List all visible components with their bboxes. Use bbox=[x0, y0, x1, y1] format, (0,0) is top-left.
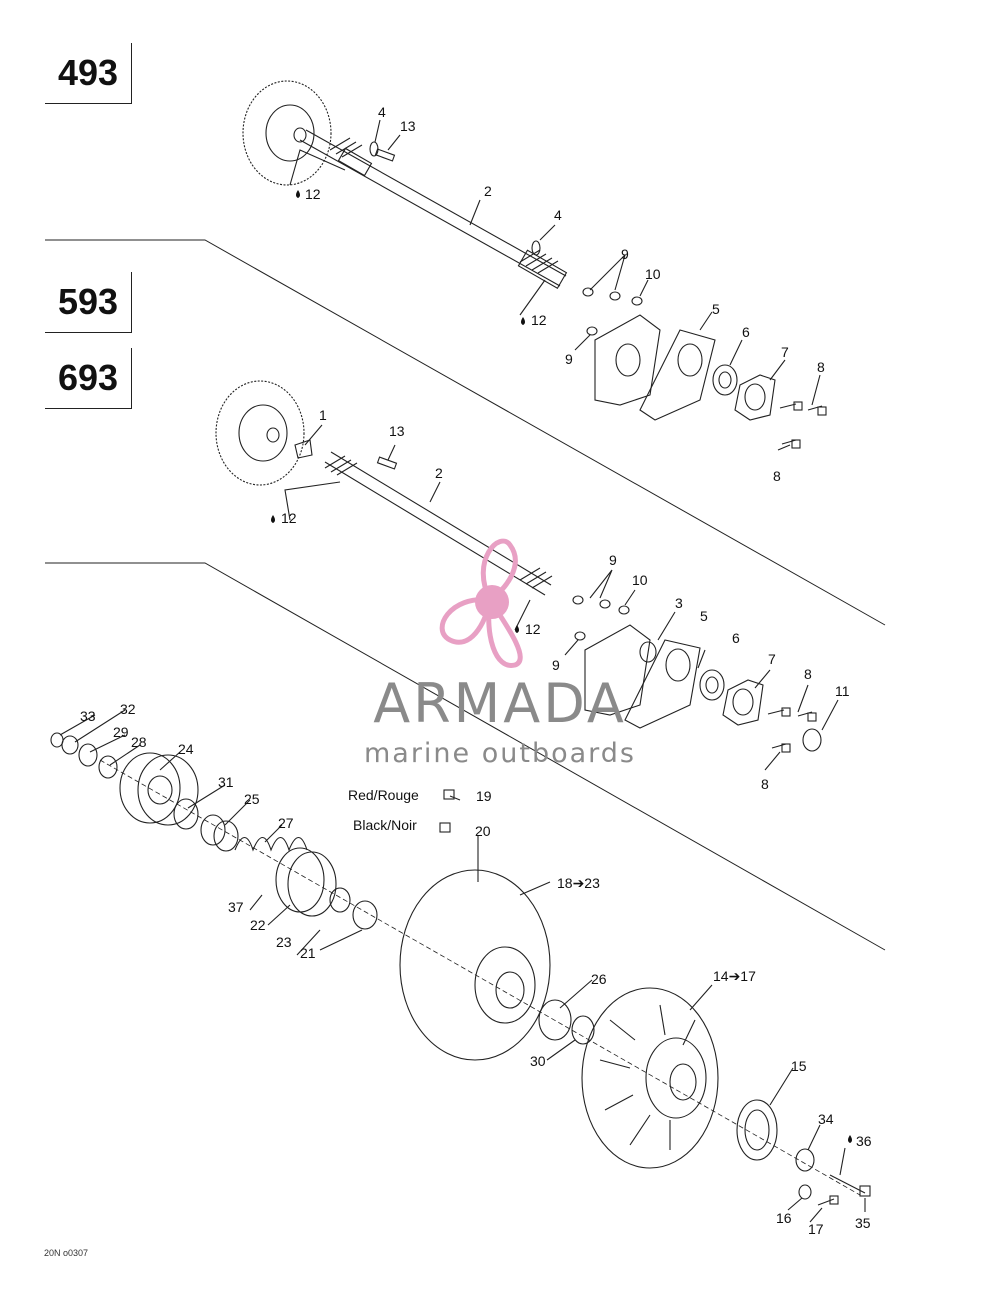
note-black-noir: Black/Noir bbox=[353, 817, 417, 833]
callout-s1-8a: 8 bbox=[817, 359, 825, 375]
part-callouts: 4 13 12 2 4 9 10 12 9 5 6 7 8 8 1 13 2 1… bbox=[80, 104, 872, 1237]
callout-s3-29: 29 bbox=[113, 724, 129, 740]
callout-s2-8b: 8 bbox=[761, 776, 769, 792]
callout-s3-25: 25 bbox=[244, 791, 260, 807]
callout-s3-30: 30 bbox=[530, 1053, 546, 1069]
callout-s2-9a: 9 bbox=[609, 552, 617, 568]
callout-s1-13: 13 bbox=[400, 118, 416, 134]
callout-s2-10: 10 bbox=[632, 572, 648, 588]
callout-s2-3: 3 bbox=[675, 595, 683, 611]
callout-s1-9a: 9 bbox=[621, 246, 629, 262]
callout-s3-37: 37 bbox=[228, 899, 244, 915]
callout-s2-8a: 8 bbox=[804, 666, 812, 682]
callout-s3-35: 35 bbox=[855, 1215, 871, 1231]
model-label-593: 593 bbox=[45, 272, 132, 333]
section-dividers bbox=[45, 239, 886, 951]
callout-s1-7: 7 bbox=[781, 344, 789, 360]
drawing-code: 20N o0307 bbox=[44, 1248, 89, 1258]
armada-watermark: ARMADA marine outboards bbox=[364, 538, 636, 769]
callout-s2-2: 2 bbox=[435, 465, 443, 481]
callout-s1-10: 10 bbox=[645, 266, 661, 282]
watermark-subtitle: marine outboards bbox=[364, 738, 636, 769]
callout-s2-7: 7 bbox=[768, 651, 776, 667]
callout-s3-34: 34 bbox=[818, 1111, 834, 1127]
callout-s3-23: 23 bbox=[276, 934, 292, 950]
callout-s3-22: 22 bbox=[250, 917, 266, 933]
callout-s2-6: 6 bbox=[732, 630, 740, 646]
callout-s3-16: 16 bbox=[776, 1210, 792, 1226]
note-red-rouge: Red/Rouge bbox=[348, 787, 419, 803]
callout-s3-28: 28 bbox=[131, 734, 147, 750]
callout-s2-1: 1 bbox=[319, 407, 327, 423]
propeller-logo-icon bbox=[439, 538, 523, 668]
callout-s2-5: 5 bbox=[700, 608, 708, 624]
callout-s3-31: 31 bbox=[218, 774, 234, 790]
callout-s1-5: 5 bbox=[712, 301, 720, 317]
callout-s3-24: 24 bbox=[178, 741, 194, 757]
callout-s2-12b: 12 bbox=[525, 621, 541, 637]
propeller-hub-icon bbox=[475, 585, 509, 619]
section-driven-pulley-assembly bbox=[50, 709, 871, 1223]
model-label-493: 493 bbox=[45, 43, 132, 104]
callout-s2-11: 11 bbox=[835, 683, 850, 699]
callout-s2-9b: 9 bbox=[552, 657, 560, 673]
callout-s1-4a: 4 bbox=[378, 104, 386, 120]
callout-s2-13: 13 bbox=[389, 423, 405, 439]
model-label-693: 693 bbox=[45, 348, 132, 409]
callout-s3-27: 27 bbox=[278, 815, 294, 831]
callout-s1-4b: 4 bbox=[554, 207, 562, 223]
callout-s3-19: 19 bbox=[476, 788, 492, 804]
callout-s3-18-23: 18➔23 bbox=[557, 875, 600, 891]
section-593-693-assembly bbox=[215, 380, 839, 771]
callout-s1-9b: 9 bbox=[565, 351, 573, 367]
callout-s3-32: 32 bbox=[120, 701, 136, 717]
callout-s3-26: 26 bbox=[591, 971, 607, 987]
callout-s3-21: 21 bbox=[300, 945, 316, 961]
callout-s2-12a: 12 bbox=[281, 510, 297, 526]
callout-s3-15: 15 bbox=[791, 1058, 807, 1074]
callout-s1-12a: 12 bbox=[305, 186, 321, 202]
callout-s1-12b: 12 bbox=[531, 312, 547, 328]
section-493-assembly bbox=[242, 80, 827, 451]
callout-s3-17: 17 bbox=[808, 1221, 824, 1237]
callout-s3-33: 33 bbox=[80, 708, 96, 724]
lubrication-drop-icons bbox=[271, 190, 852, 1143]
callout-s1-6: 6 bbox=[742, 324, 750, 340]
callout-s3-36: 36 bbox=[856, 1133, 872, 1149]
callout-s3-14-17: 14➔17 bbox=[713, 968, 756, 984]
watermark-brand: ARMADA bbox=[373, 672, 627, 735]
callout-s1-2: 2 bbox=[484, 183, 492, 199]
callout-s1-8b: 8 bbox=[773, 468, 781, 484]
callout-s3-20: 20 bbox=[475, 823, 491, 839]
